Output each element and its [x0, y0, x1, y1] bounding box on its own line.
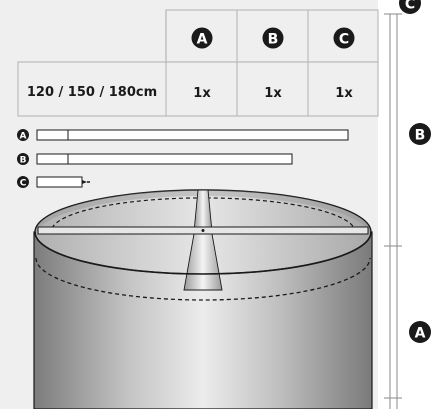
connector-icon [36, 176, 83, 188]
size-label: 120 / 150 / 180cm [27, 85, 157, 100]
table-header-b: B [262, 27, 284, 49]
long-pole-icon [36, 129, 349, 141]
part-b-row: B [17, 153, 293, 166]
part-a-row: A [17, 129, 349, 142]
side-marker-column [384, 13, 402, 409]
side-marker-a: A [409, 321, 431, 343]
lampshade-illustration [33, 189, 373, 410]
quantity-a: 1x [193, 86, 211, 101]
table-header-c: C [333, 27, 355, 49]
svg-text:C: C [20, 179, 27, 189]
medium-pole-icon [36, 153, 293, 165]
svg-text:A: A [415, 326, 426, 342]
side-marker-c: C [399, 0, 421, 14]
part-c-row: C [17, 176, 90, 189]
quantity-c: 1x [335, 86, 353, 101]
table-header-a: A [191, 27, 213, 49]
svg-text:C: C [405, 0, 415, 13]
svg-text:B: B [415, 128, 426, 144]
svg-text:A: A [20, 132, 27, 142]
svg-text:A: A [197, 32, 208, 48]
side-marker-b: B [409, 123, 431, 145]
svg-text:C: C [339, 32, 349, 48]
svg-text:B: B [20, 156, 27, 166]
svg-text:B: B [268, 32, 279, 48]
quantity-b: 1x [264, 86, 282, 101]
